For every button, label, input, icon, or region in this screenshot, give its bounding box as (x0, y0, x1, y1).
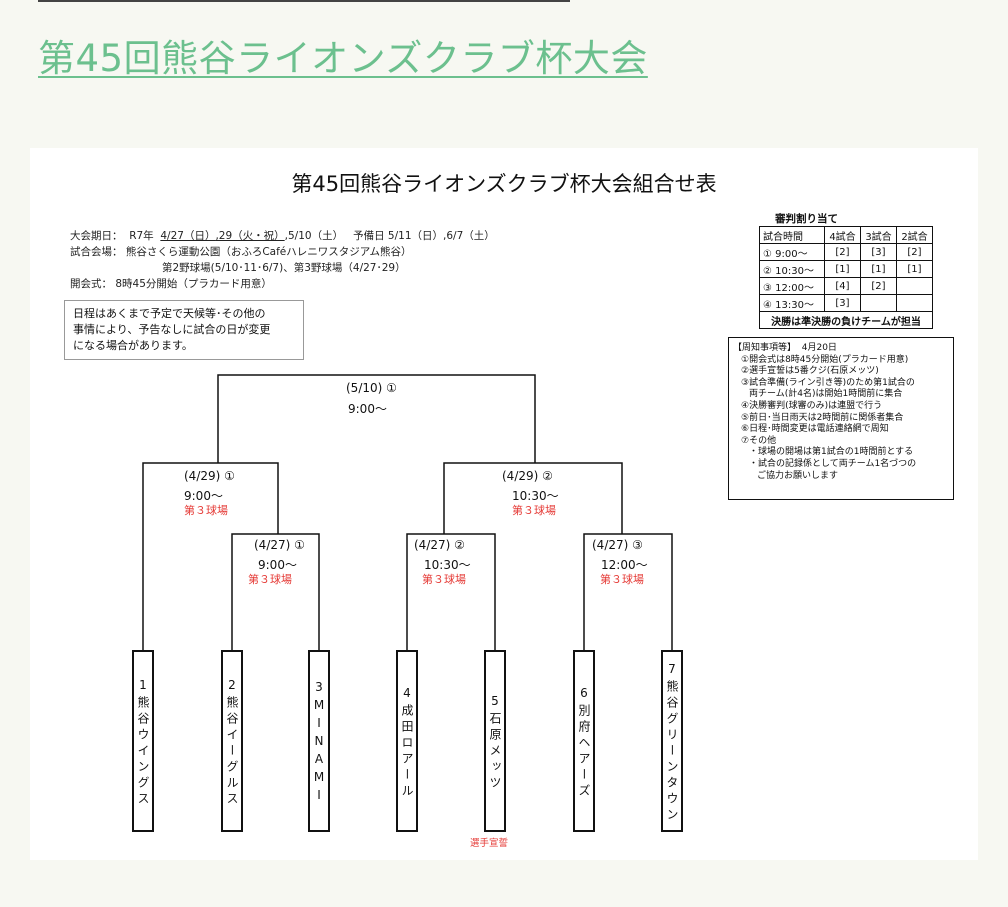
bracket-round1-b-line (406, 533, 496, 650)
round1-b-venue: 第３球場 (422, 573, 466, 586)
referee-title: 審判割り当て (775, 213, 838, 225)
notes-item: ③試合準備(ライン引き等)のため第1試合の (741, 377, 915, 388)
notes-item: ご協力お願いします (757, 470, 839, 481)
notes-box: 【周知事項等】 4月20日 ①開会式は8時45分開始(プラカード用意) ②選手宣… (728, 337, 954, 500)
notice-line: 事情により、予告なしに試合の日が変更 (73, 323, 271, 336)
team-7-box: 7熊谷グリーンタウン (661, 650, 683, 832)
semifinal-1-venue: 第３球場 (184, 504, 228, 517)
table-header-row: 試合時間 4試合 3試合 2試合 (759, 226, 933, 244)
notes-item: ⑤前日･当日雨天は2時間前に関係者集合 (741, 412, 904, 423)
team-2-box: 2熊谷イーグルス (221, 650, 243, 832)
bracket-semifinal-2-line (443, 462, 623, 534)
opening-ceremony: 開会式： 8時45分開始（プラカード用意） (70, 278, 272, 290)
round1-c-venue: 第３球場 (600, 573, 644, 586)
venue-main: 熊谷さくら運動公園（おふろCaféハレニワスタジアム熊谷） (125, 246, 412, 258)
notes-item: 両チーム(計4名)は開始1時間前に集合 (749, 389, 903, 400)
round1-a-date: (4/27) ① (254, 538, 305, 552)
team-1-box: 1熊谷ウイングス (132, 650, 154, 832)
round1-a-venue: 第３球場 (248, 573, 292, 586)
notes-item: ②選手宣誓は5番クジ(石原メッツ) (741, 366, 879, 377)
team-4-box: 4成田ロアール (396, 650, 418, 832)
notes-item: ⑥日程･時間変更は電話連絡網で周知 (741, 424, 889, 435)
date-day2: ,29（火・祝） (215, 230, 285, 242)
bracket-round1-c-line (583, 533, 673, 650)
bracket-round1-a-line (231, 533, 320, 650)
notice-line: になる場合があります。 (73, 339, 193, 352)
notice-line: 日程はあくまで予定で天候等･その他の (73, 307, 266, 320)
notes-heading: 【周知事項等】 (733, 343, 797, 353)
table-row: ① 9:00～ [2] [3] [2] (759, 243, 933, 261)
dates-line: 大会期日： R7年 4/27（日）,29（火・祝）,5/10（土） 予備日 5/… (70, 228, 495, 244)
dates-label: 大会期日： (70, 230, 123, 242)
referee-footnote: 決勝は準決勝の負けチームが担当 (759, 311, 933, 329)
team-5-box: 5石原メッツ (484, 650, 506, 832)
notes-item: ・試合の記録係として両チーム1名づつの (749, 458, 917, 469)
sheet-title: 第45回熊谷ライオンズクラブ杯大会組合せ表 (291, 172, 717, 196)
bracket-lines (142, 374, 673, 650)
table-row: ③ 12:00～ [4] [2] (759, 277, 933, 295)
table-row: ④ 13:30～ [3] (759, 294, 933, 312)
bracket-final-line (217, 374, 536, 463)
bracket-semifinal-1-line (142, 462, 279, 650)
semifinal-2-venue: 第３球場 (512, 504, 556, 517)
date-day3: ,5/10（土） (284, 230, 344, 242)
venue-line: 試合会場： 熊谷さくら運動公園（おふろCaféハレニワスタジアム熊谷） (70, 244, 495, 260)
notes-item: ・球場の開場は第1試合の1時間前とする (749, 447, 914, 458)
round1-a-time: 9:00～ (258, 558, 297, 572)
round1-b-time: 10:30～ (424, 558, 471, 572)
reserve-dates: 予備日 5/11（日）,6/7（土） (353, 230, 495, 242)
top-rule (38, 0, 570, 2)
referee-table: 試合時間 4試合 3試合 2試合 ① 9:00～ [2] [3] [2] ② 1… (759, 226, 933, 329)
table-footnote-row: 決勝は準決勝の負けチームが担当 (759, 311, 933, 329)
page-title[interactable]: 第45回熊谷ライオンズクラブ杯大会 (38, 37, 648, 80)
notes-date: 4月20日 (801, 343, 837, 353)
date-day1: 4/27（日） (160, 230, 216, 242)
team-6-box: 6別府ヘアーズ (573, 650, 595, 832)
notes-item: ④決勝審判(球審のみ)は連盟で行う (741, 400, 883, 411)
round1-c-time: 12:00～ (601, 558, 648, 572)
tournament-info: 大会期日： R7年 4/27（日）,29（火・祝）,5/10（土） 予備日 5/… (70, 228, 495, 292)
semifinal-1-time: 9:00～ (184, 489, 223, 503)
round1-c-date: (4/27) ③ (592, 538, 643, 552)
semifinal-2-date: (4/29) ② (502, 469, 553, 483)
venue-label: 試合会場： (70, 246, 123, 258)
notes-item: ⑦その他 (741, 435, 777, 446)
table-row: ② 10:30～ [1] [1] [1] (759, 260, 933, 278)
dates-year: R7年 (129, 230, 154, 242)
notes-header: 【周知事項等】 4月20日 (733, 343, 947, 355)
final-date: (5/10) ① (346, 381, 397, 395)
schedule-notice: 日程はあくまで予定で天候等･その他の 事情により、予告なしに試合の日が変更 にな… (64, 300, 304, 360)
bracket-sheet: 第45回熊谷ライオンズクラブ杯大会組合せ表 大会期日： R7年 4/27（日）,… (30, 148, 978, 860)
round1-b-date: (4/27) ② (414, 538, 465, 552)
team-3-box: 3MINAMI (308, 650, 330, 832)
venue-fields: 第2野球場(5/10･11･6/7)、第3野球場（4/27･29） (162, 262, 406, 274)
final-time: 9:00～ (348, 402, 387, 416)
player-oath-label: 選手宣誓 (470, 838, 509, 849)
semifinal-1-date: (4/29) ① (184, 469, 235, 483)
semifinal-2-time: 10:30～ (512, 489, 559, 503)
notes-item: ①開会式は8時45分開始(プラカード用意) (741, 354, 909, 365)
